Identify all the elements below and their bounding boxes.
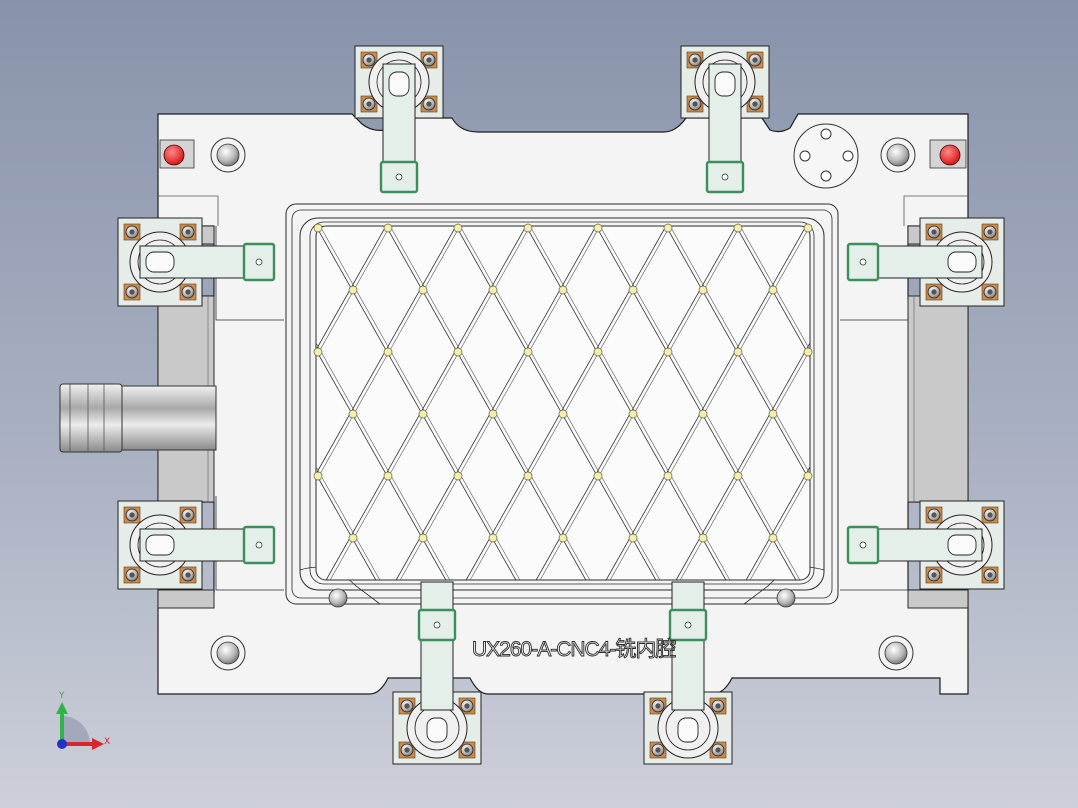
inner-cavity-frame: [215, 203, 909, 605]
x-axis-label: X: [104, 737, 110, 747]
y-axis-label: Y: [58, 691, 65, 701]
toggle-clamps: [117, 45, 1005, 765]
round-boss: [793, 123, 859, 189]
axis-triad: Y X: [56, 691, 110, 750]
locating-pin-left: [163, 144, 185, 166]
diamond-lattice: [313, 223, 813, 581]
clamp-right-lower: [846, 500, 1005, 590]
origin-dot: [57, 739, 67, 749]
dowel-holes: [210, 137, 916, 671]
clamp-bottom-left: [392, 581, 482, 765]
clamp-top-left: [354, 45, 444, 194]
part-label: UX260-A-CNC4-铣内腔: [472, 638, 676, 661]
locating-pin-right: [939, 144, 961, 166]
clamp-bottom-right: [643, 581, 733, 765]
clamp-top-right: [680, 45, 770, 194]
clamp-right-upper: [846, 217, 1005, 307]
hose-fitting: [59, 383, 217, 453]
clamp-left-lower: [117, 500, 276, 590]
locating-pins: [159, 139, 967, 169]
clamp-left-upper: [117, 217, 276, 307]
